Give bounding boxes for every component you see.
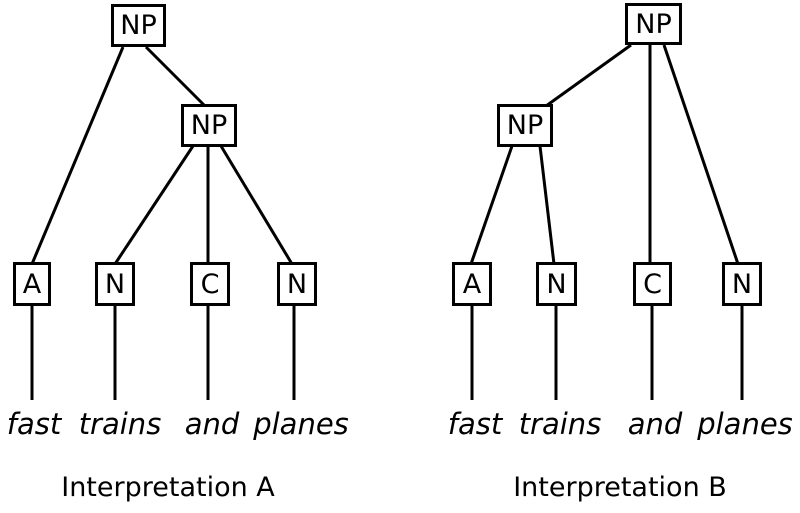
tree-a-word-and: and [184,407,240,441]
tree-a-leaf-a: A [13,262,51,306]
tree-a-leaf-n1: N [95,262,135,306]
tree-b-inner-node: NP [497,104,553,147]
edge-a-inner-to-n1 [113,145,195,265]
tree-b-word-fast: fast [447,407,503,441]
edge-b-inner-to-a-leaf [469,145,514,265]
tree-a-root-node: NP [111,4,166,47]
tree-a-word-planes: planes [253,407,349,441]
tree-a-caption: Interpretation A [61,472,275,503]
edge-b-inner-to-n1 [538,145,556,265]
tree-b-root-node: NP [625,3,682,45]
tree-b-word-planes: planes [697,407,793,441]
tree-a-word-trains: trains [78,407,162,441]
edge-a-root-to-a-leaf [30,46,125,265]
edge-a-root-to-inner-np [144,45,207,108]
tree-a-leaf-c: C [190,262,230,306]
tree-b-edges [469,43,744,400]
edge-a-inner-to-n2 [219,145,294,265]
tree-b-word-trains: trains [518,407,602,441]
tree-b-leaf-n2: N [722,262,762,306]
tree-b-word-and: and [627,407,683,441]
tree-a-leaf-n2: N [277,262,317,306]
tree-b-leaf-n1: N [536,262,577,306]
tree-a-inner-node: NP [181,104,237,147]
tree-a-word-fast: fast [6,407,62,441]
tree-b-leaf-a: A [452,262,492,306]
tree-b-leaf-c: C [633,262,672,306]
edge-b-root-to-inner-np [545,43,632,108]
tree-a-edges [30,45,296,400]
edge-b-root-to-n2 [662,44,740,265]
tree-b-caption: Interpretation B [513,472,727,503]
